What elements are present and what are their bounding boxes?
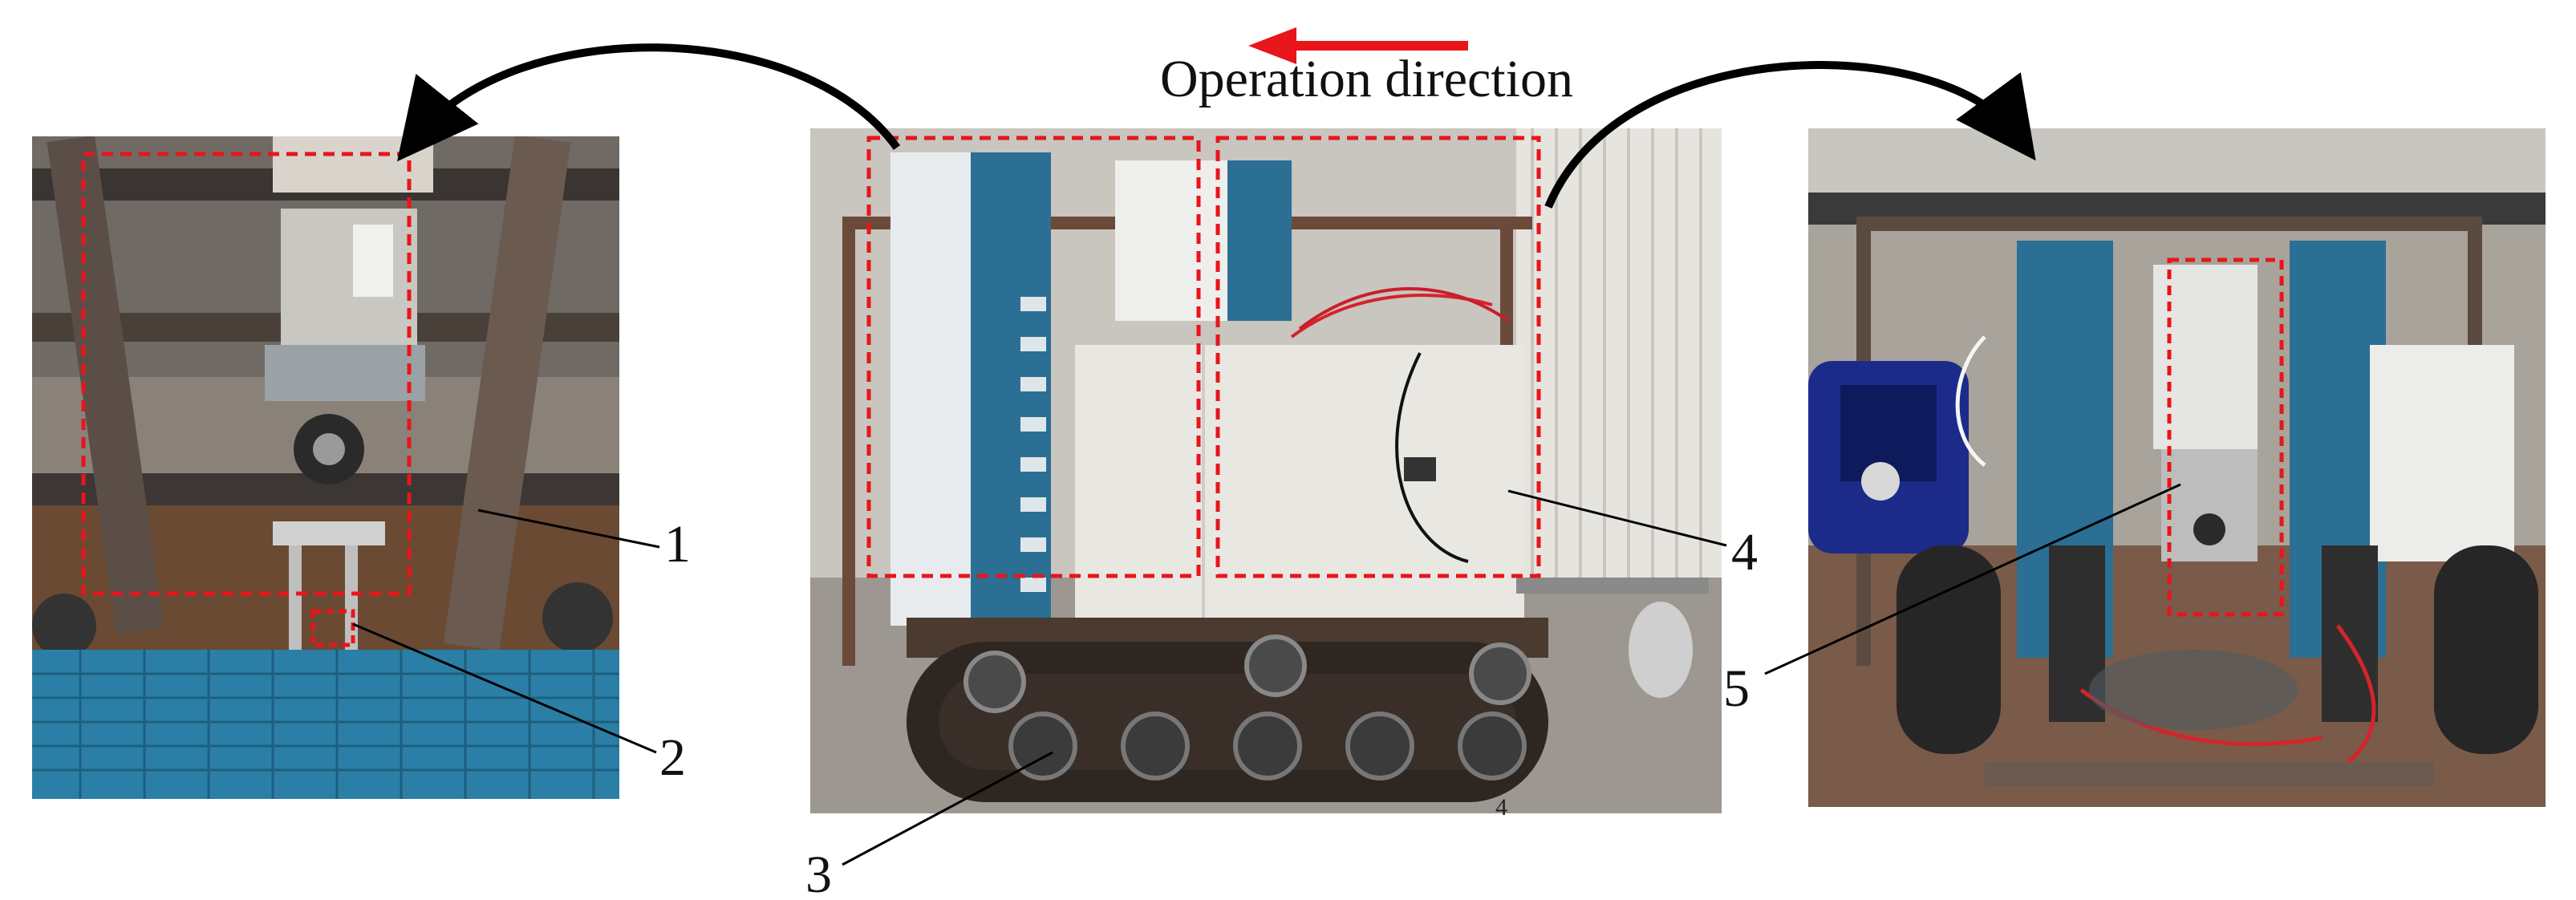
left-photo-illustration [32,136,619,799]
center-photo-illustration [810,128,1722,813]
right-photo-illustration [1808,128,2546,807]
callout-4: 4 [1731,523,1758,582]
center-photo-panel [810,128,1722,813]
callout-1: 1 [664,515,691,574]
callout-3: 3 [805,845,832,900]
operation-direction-arrow [1248,27,1468,64]
left-photo-panel [32,136,619,799]
operation-direction-label: Operation direction [1160,50,1573,108]
right-photo-panel [1808,128,2546,807]
callout-5: 5 [1723,659,1750,718]
callout-2: 2 [659,728,686,787]
